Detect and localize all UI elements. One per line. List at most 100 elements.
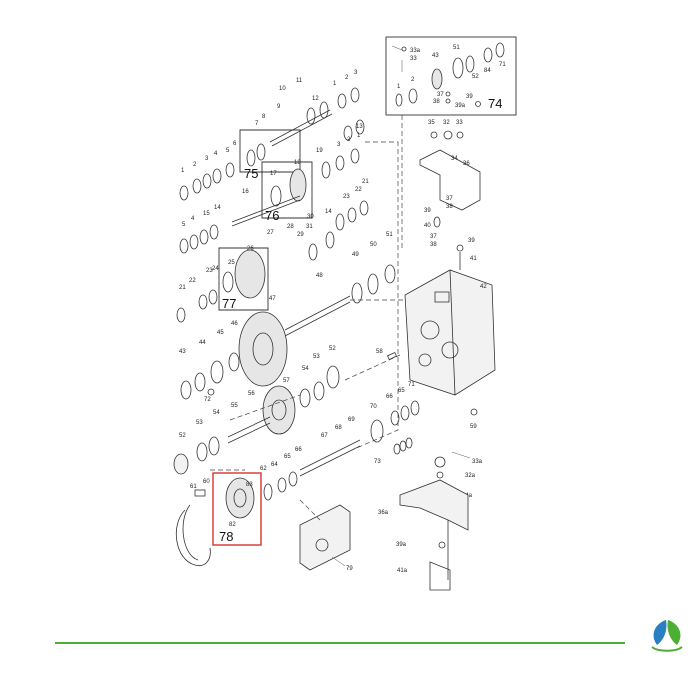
svg-text:58: 58 [376,349,383,355]
group-label-78: 78 [219,529,233,544]
svg-text:52: 52 [329,346,336,352]
svg-text:39: 39 [466,94,473,100]
svg-text:8: 8 [262,114,266,120]
svg-text:51: 51 [453,45,460,51]
svg-text:13: 13 [356,124,363,130]
svg-text:32: 32 [443,120,450,126]
bracket-assembly-upper: 35 32 33 34 36 39 37 38 39 40 41 37 38 [419,120,481,270]
group-label-74: 74 [488,96,502,111]
svg-text:2: 2 [347,137,351,143]
svg-text:33a: 33a [410,48,421,54]
svg-text:25: 25 [228,260,235,266]
svg-text:16: 16 [242,189,249,195]
svg-text:52: 52 [472,74,479,80]
svg-text:11: 11 [296,78,303,84]
svg-text:19: 19 [316,148,323,154]
svg-text:23: 23 [343,194,350,200]
svg-text:68: 68 [335,425,342,431]
svg-text:45: 45 [217,330,224,336]
svg-text:32a: 32a [465,473,476,479]
svg-text:35: 35 [428,120,435,126]
lower-right-items: 58 70 66 65 71 69 68 67 73 62 64 65 66 [260,349,420,501]
svg-text:39a: 39a [396,542,407,548]
svg-text:49: 49 [352,252,359,258]
svg-text:40: 40 [424,223,431,229]
connector-lines [210,141,405,521]
svg-text:48: 48 [316,273,323,279]
upper-shaft-row: 7 8 9 10 11 12 1 2 3 13 19 3 2 1 17 18 1… [242,70,365,195]
svg-text:52: 52 [179,433,186,439]
svg-text:54: 54 [302,366,309,372]
svg-text:41: 41 [470,256,477,262]
svg-text:26: 26 [247,246,254,252]
gear-57-assembly: 57 56 55 54 53 52 54 53 52 [173,346,340,475]
svg-text:54: 54 [213,410,220,416]
svg-text:60: 60 [203,479,210,485]
svg-text:42: 42 [480,284,487,290]
svg-text:33: 33 [410,56,417,62]
svg-text:84: 84 [484,68,491,74]
svg-text:67: 67 [321,433,328,439]
svg-text:7: 7 [255,121,259,127]
svg-text:27: 27 [267,230,274,236]
leaf-logo [651,620,683,652]
svg-text:23: 23 [206,268,213,274]
svg-text:17: 17 [270,171,277,177]
svg-text:38: 38 [433,99,440,105]
svg-text:3: 3 [205,156,209,162]
svg-text:64: 64 [271,462,278,468]
upper-left-rings: 1 2 3 4 5 6 [179,141,237,201]
svg-text:82: 82 [229,522,236,528]
svg-text:50: 50 [370,242,377,248]
svg-text:65: 65 [284,454,291,460]
svg-text:73: 73 [374,459,381,465]
group-label-75: 75 [244,166,258,181]
svg-text:14: 14 [325,209,332,215]
cover-79: 79 [299,504,353,572]
svg-text:18: 18 [294,160,301,166]
svg-text:31: 31 [306,224,313,230]
svg-text:44: 44 [199,340,206,346]
svg-text:41a: 41a [397,568,408,574]
svg-text:65: 65 [398,388,405,394]
svg-text:72: 72 [204,397,211,403]
svg-text:15: 15 [203,211,210,217]
svg-text:38: 38 [446,204,453,210]
bracket-assembly-lower: 33a 32a 34a 36a 39a 41a [378,451,483,591]
svg-text:33a: 33a [472,459,483,465]
svg-text:3: 3 [337,142,341,148]
svg-text:83: 83 [246,482,253,488]
svg-text:36a: 36a [378,510,389,516]
group-76: 76 [231,161,313,227]
svg-text:62: 62 [260,466,267,472]
svg-text:22: 22 [189,278,196,284]
svg-text:38: 38 [430,242,437,248]
group-78: 78 83 82 [212,472,262,546]
svg-text:2: 2 [411,77,415,83]
svg-text:53: 53 [313,354,320,360]
svg-text:37: 37 [430,234,437,240]
svg-text:14: 14 [214,205,221,211]
svg-text:70: 70 [370,404,377,410]
svg-text:71: 71 [408,382,415,388]
svg-text:39: 39 [468,238,475,244]
svg-text:12: 12 [312,96,319,102]
svg-text:69: 69 [348,417,355,423]
svg-text:56: 56 [248,391,255,397]
svg-text:51: 51 [386,232,393,238]
gear-46-assembly: 46 47 48 49 50 51 [231,232,396,387]
svg-text:37: 37 [446,196,453,202]
svg-text:1: 1 [333,81,337,87]
svg-text:66: 66 [295,447,302,453]
svg-text:21: 21 [179,285,186,291]
svg-text:53: 53 [196,420,203,426]
svg-text:10: 10 [279,86,286,92]
inset-detail-74: 33a 33 1 2 43 51 52 84 71 37 38 39 39a 7… [385,36,517,250]
svg-text:79: 79 [346,566,353,572]
svg-text:5: 5 [226,148,230,154]
svg-text:37: 37 [437,92,444,98]
middle-left-rings: 5 4 15 14 30 31 28 29 14 23 22 21 27 26 … [176,179,369,323]
svg-text:24: 24 [212,266,219,272]
svg-text:30: 30 [307,214,314,220]
